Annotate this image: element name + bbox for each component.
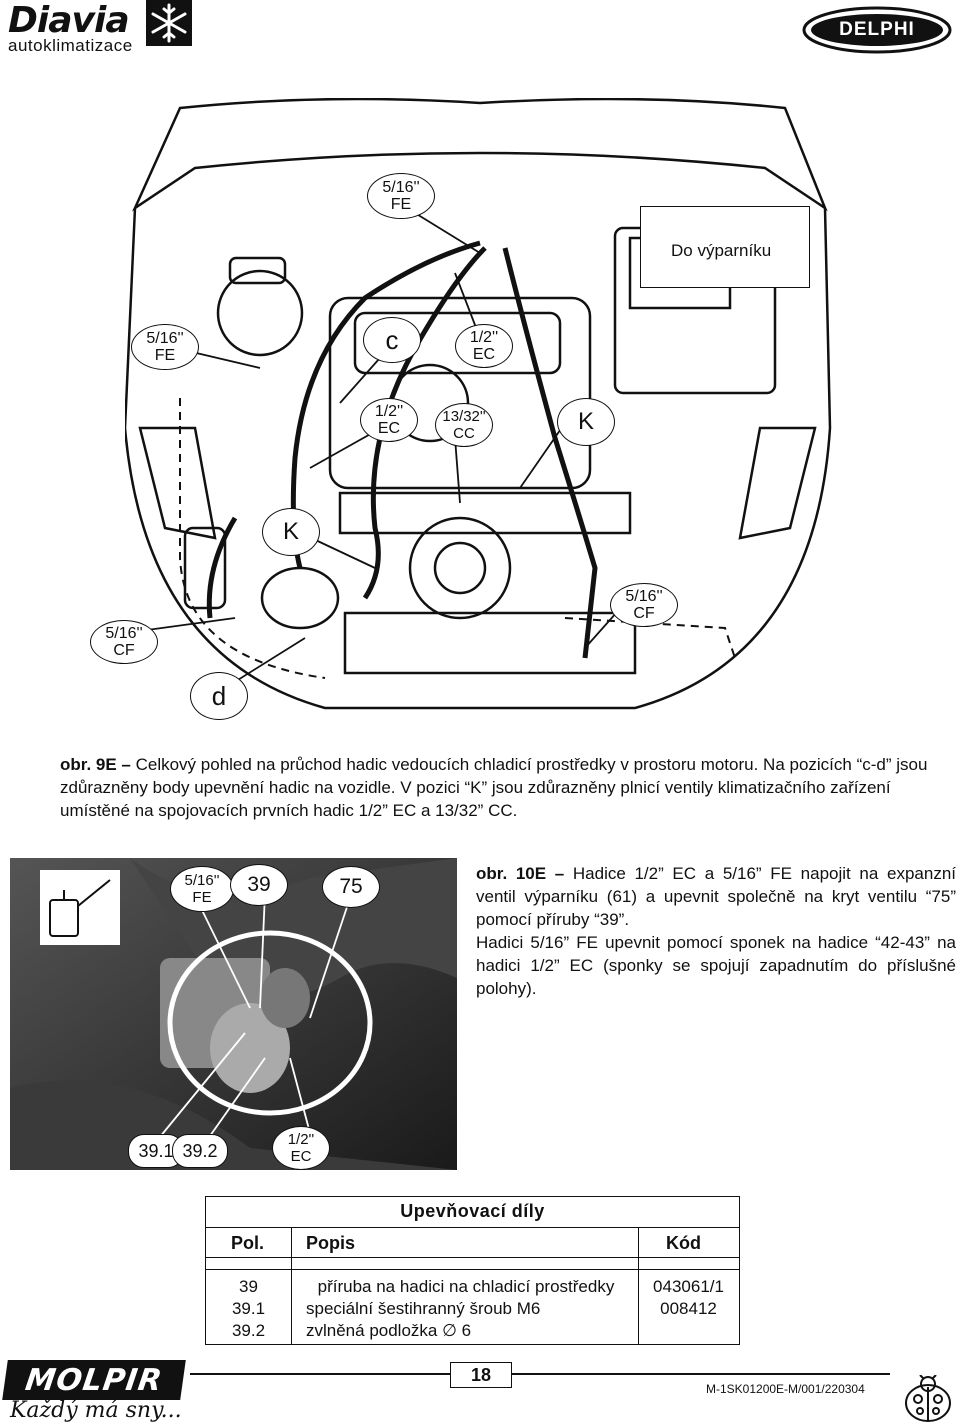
slogan: Každý má sny... (10, 1398, 182, 1423)
ladybug-icon (900, 1374, 955, 1423)
caption-10e-text-1: Hadice 1/2” EC a 5/16” FE napojit na exp… (476, 864, 956, 929)
diavia-subtitle: autoklimatizace (8, 36, 133, 55)
label-k-top: K (557, 398, 615, 446)
snowflake-icon (146, 0, 192, 46)
label-cc: 13/32''CC (435, 403, 493, 447)
photo-label-75: 75 (322, 866, 380, 908)
document-id: M-1SK01200E-M/001/220304 (706, 1382, 865, 1396)
label-ec-top: 1/2''EC (455, 324, 513, 368)
label-fe-left: 5/16''FE (131, 324, 199, 370)
caption-9e-prefix: obr. 9E – (60, 755, 131, 774)
to-evaporator-callout: Do výparníku (640, 206, 810, 288)
label-ec-mid: 1/2''EC (360, 398, 418, 442)
diavia-wordmark: Diavia (8, 0, 130, 41)
label-k-mid: K (262, 508, 320, 556)
delphi-wordmark: DELPHI (839, 19, 915, 40)
col-header-pol: Pol. (231, 1233, 265, 1253)
valve-photo: 5/16''FE 39 75 39.1 39.2 1/2''EC (10, 858, 457, 1170)
photo-label-39: 39 (230, 864, 288, 906)
parts-table: Upevňovací díly Pol. Popis Kód 39 přírub… (205, 1196, 740, 1345)
footer-rule (190, 1373, 890, 1375)
label-cf-right: 5/16''CF (610, 583, 678, 627)
molpir-logo: MOLPIR (2, 1360, 186, 1400)
col-header-kod: Kód (666, 1233, 701, 1253)
diavia-logo: Diavia autoklimatizace (8, 0, 208, 55)
photo-label-ec: 1/2''EC (272, 1126, 330, 1170)
photo-label-fe: 5/16''FE (170, 866, 234, 912)
caption-9e-text: Celkový pohled na průchod hadic vedoucíc… (60, 755, 928, 820)
parts-table-title: Upevňovací díly (400, 1201, 545, 1221)
label-cf-left: 5/16''CF (90, 620, 158, 664)
label-d: d (190, 672, 248, 720)
caption-10e-text-2: Hadici 5/16” FE upevnit pomocí sponek na… (476, 933, 956, 998)
engine-bay-illustration: Do výparníku 5/16''FE 5/16''FE c 1/2''EC… (90, 97, 835, 728)
caption-fig-10e: obr. 10E – Hadice 1/2” EC a 5/16” FE nap… (476, 862, 956, 1000)
col-header-popis: Popis (306, 1233, 356, 1253)
delphi-logo: DELPHI (802, 6, 952, 54)
label-fe-top: 5/16''FE (367, 173, 435, 219)
label-c: c (363, 317, 421, 363)
caption-10e-prefix: obr. 10E – (476, 864, 565, 883)
callout-text: Do výparníku (671, 241, 772, 260)
photo-label-39-2: 39.2 (172, 1134, 228, 1168)
page-number: 18 (450, 1362, 512, 1388)
caption-fig-9e: obr. 9E – Celkový pohled na průchod hadi… (60, 753, 930, 822)
